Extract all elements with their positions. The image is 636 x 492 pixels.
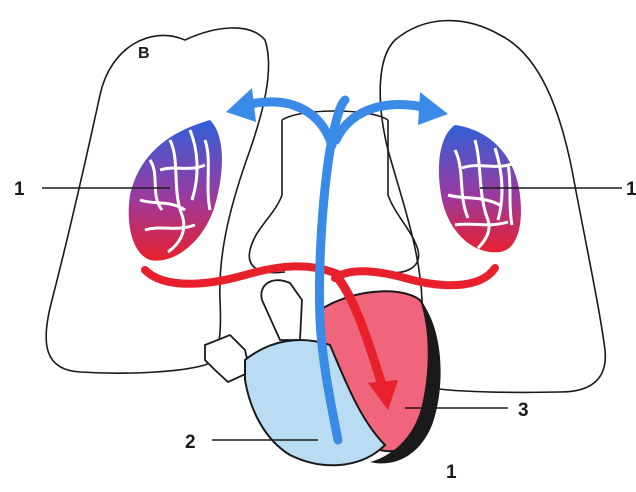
label-bottom-mark: 1 — [446, 462, 457, 483]
label-1-right: 1 — [626, 179, 636, 200]
label-3: 3 — [518, 400, 529, 421]
label-1-left: 1 — [14, 179, 25, 200]
vena-cava — [205, 335, 250, 382]
label-b: B — [138, 45, 150, 62]
label-2: 2 — [185, 432, 196, 453]
aorta — [261, 280, 302, 340]
